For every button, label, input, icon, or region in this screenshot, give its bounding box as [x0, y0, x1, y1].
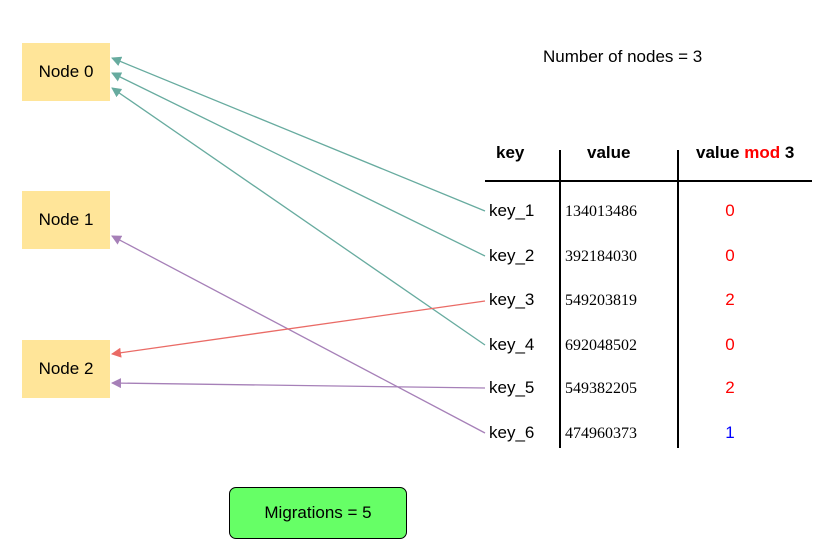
row-1-mod: 0: [725, 201, 735, 220]
column-divider-key-value: [559, 150, 561, 448]
migrations-label: Migrations = 5: [264, 503, 372, 522]
row-6-mod: 1: [725, 423, 735, 442]
node-1-box: Node 1: [22, 191, 110, 249]
row-3-key: key_3: [489, 290, 535, 309]
node-0-label: Node 0: [38, 62, 94, 81]
row-1-value: 134013486: [565, 203, 637, 220]
row-5-mod: 2: [725, 378, 735, 397]
arrow-key3-to-node2: [111, 300, 486, 358]
row-2-key: key_2: [489, 246, 535, 265]
row-4-key: key_4: [489, 335, 535, 354]
row-2-value: 392184030: [565, 248, 637, 265]
row-6-key: key_6: [489, 423, 535, 442]
arrow-key4-to-node0: [111, 87, 486, 346]
row-3-value: 549203819: [565, 292, 637, 309]
arrow-key6-to-node1: [111, 235, 486, 434]
node-2-label: Node 2: [38, 359, 94, 378]
node-0-box: Node 0: [22, 43, 110, 101]
row-4-value: 692048502: [565, 337, 637, 354]
arrow-key2-to-node0: [111, 72, 486, 257]
row-6-value: 474960373: [565, 425, 637, 442]
arrow-key5-to-node2: [111, 378, 486, 389]
header-mod-prefix: value: [696, 143, 745, 162]
node-2-box: Node 2: [22, 340, 110, 398]
node-count-summary: Number of nodes = 3: [543, 47, 703, 66]
header-key: key: [496, 143, 525, 162]
header-value-mod: value mod 3: [696, 143, 794, 163]
arrow-key1-to-node0: [111, 56, 486, 212]
node-1-label: Node 1: [38, 210, 94, 229]
row-4-mod: 0: [725, 335, 735, 354]
row-1-key: key_1: [489, 201, 535, 220]
header-divider: [485, 180, 812, 182]
row-5-value: 549382205: [565, 380, 637, 397]
row-3-mod: 2: [725, 290, 735, 309]
row-5-key: key_5: [489, 378, 535, 397]
column-divider-value-mod: [677, 150, 679, 448]
header-mod-suffix: 3: [780, 143, 795, 162]
migrations-count-box: Migrations = 5: [229, 487, 407, 539]
header-value: value: [587, 143, 631, 162]
header-mod-word: mod: [744, 143, 781, 162]
row-2-mod: 0: [725, 246, 735, 265]
